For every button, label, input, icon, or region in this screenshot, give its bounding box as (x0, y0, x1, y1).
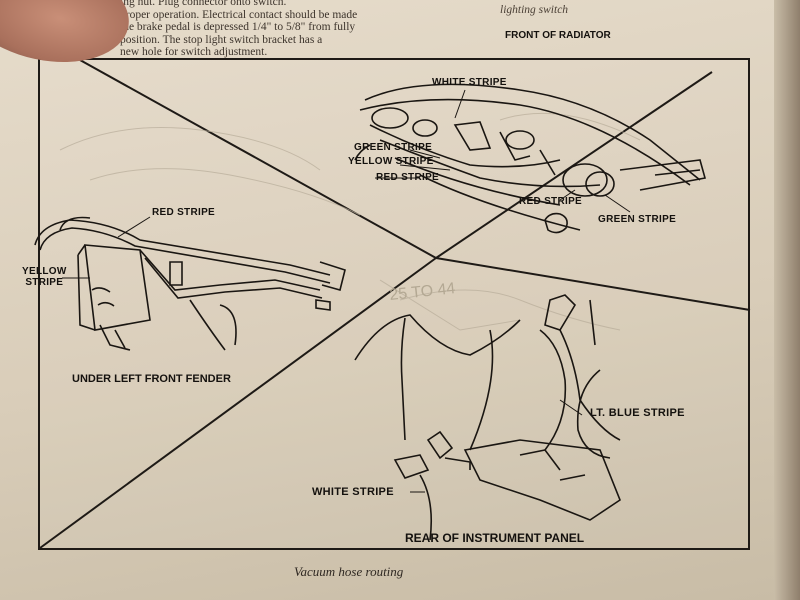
label-green-stripe-left: GREEN STRIPE (354, 142, 433, 153)
section-under-left-front-fender: UNDER LEFT FRONT FENDER (72, 373, 231, 385)
label-red-stripe-fender: RED STRIPE (152, 207, 216, 218)
divider-lower-left (39, 257, 437, 549)
label-lt-blue-stripe: LT. BLUE STRIPE (590, 407, 685, 419)
top-body-text: ing nut. Plug connector onto switch. pro… (120, 0, 358, 58)
divider-lower-right (435, 257, 751, 311)
label-white-stripe-top: WHITE STRIPE (432, 77, 507, 88)
label-yellow-stripe-top: YELLOW STRIPE (348, 156, 434, 167)
diagram-frame (38, 58, 750, 550)
radiator-drawing (354, 83, 707, 234)
divider-upper-left (79, 59, 437, 259)
section-front-of-radiator: FRONT OF RADIATOR (505, 30, 611, 41)
section-rear-of-instrument-panel: REAR OF INSTRUMENT PANEL (405, 531, 585, 545)
label-yellow-stripe-fender: YELLOW STRIPE (22, 266, 67, 288)
background-text: 25 TO 44 (389, 280, 457, 304)
label-white-stripe-bottom: WHITE STRIPE (312, 486, 394, 498)
label-green-stripe-right: GREEN STRIPE (598, 214, 677, 225)
label-red-stripe-radiator-right: RED STRIPE (519, 196, 583, 207)
divider-upper-right (435, 71, 713, 259)
instrument-panel-drawing (354, 294, 621, 541)
top-right-text: lighting switch (500, 4, 569, 16)
figure-caption: Vacuum hose routing (294, 564, 404, 579)
label-red-stripe-top: RED STRIPE (376, 172, 440, 183)
fender-drawing (34, 216, 346, 351)
page-edge (774, 0, 800, 600)
